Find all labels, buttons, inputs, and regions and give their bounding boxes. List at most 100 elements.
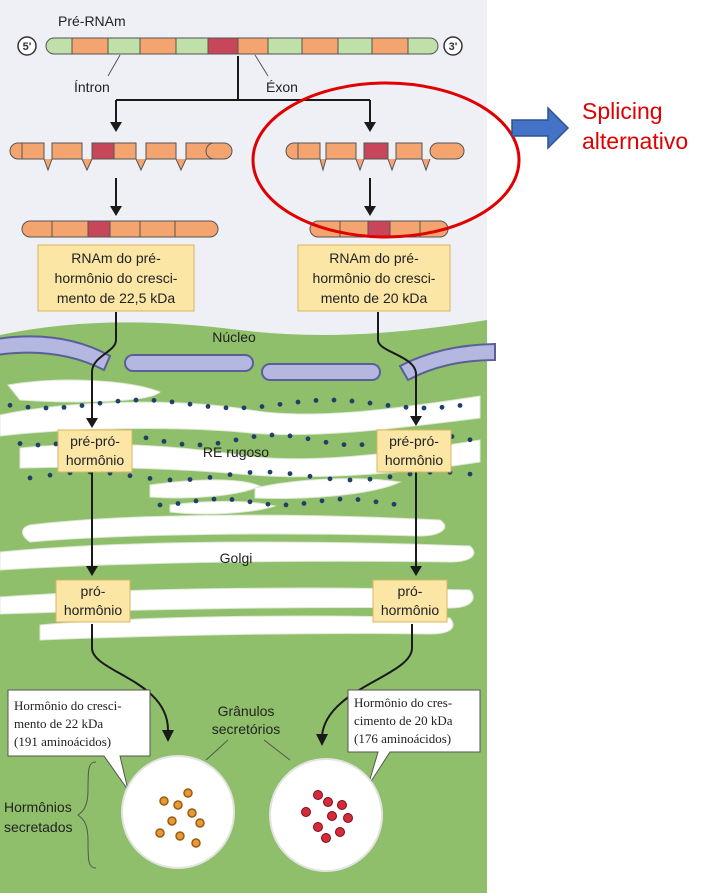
annotation-arrow-icon (511, 106, 570, 150)
ribosome-dot (269, 432, 275, 438)
three-prime-label: 3' (449, 41, 458, 53)
ribosome-dot (127, 473, 133, 479)
left-flow-arrows (91, 312, 169, 731)
ribosome-dot (151, 397, 157, 403)
left-mature-mrna (21, 220, 219, 238)
ribosome-dot (169, 399, 175, 405)
ribosome-dot (367, 476, 373, 482)
ribosome-dot (133, 397, 139, 403)
ribosome-dot (197, 442, 203, 448)
right-flow-arrows (321, 312, 417, 737)
rough-er (0, 379, 481, 515)
ribosome-dot (391, 501, 397, 507)
right-pro-line1: pró- (398, 583, 423, 599)
right-pre-pro-line2: hormônio (385, 452, 444, 468)
left-mrna-box (37, 244, 195, 312)
rough-er-label: RE rugoso (203, 444, 269, 460)
nuclear-envelope (0, 335, 496, 382)
ribosome-dot (233, 437, 239, 443)
ribosome-dot (355, 497, 361, 502)
granules-pointer-left (205, 739, 229, 761)
annotation-line2: alternativo (582, 128, 689, 154)
annotation-line1: Splicing (582, 98, 663, 124)
ribosome-dot (17, 441, 23, 446)
right-pre-pro-box (376, 429, 452, 473)
ribosome-dot (259, 404, 265, 409)
ribosome-dot (227, 472, 233, 477)
nucleus-region (0, 0, 487, 380)
right-final-line1: Hormônio do cres- (354, 695, 452, 710)
ribosome-dot (267, 469, 273, 475)
intron-label: Íntron (74, 79, 110, 95)
intron-pointer (107, 54, 121, 77)
ribosome-dot (283, 502, 289, 508)
left-pre-pro-line2: hormônio (66, 452, 125, 468)
ribosome-dot (43, 405, 49, 411)
ribosome-dot (161, 438, 167, 444)
exon-pointer (254, 54, 269, 77)
ribosome-dot (327, 476, 333, 482)
five-prime-label: 5' (23, 41, 32, 53)
alternative-splicing-annotation: Splicing alternativo (582, 96, 688, 156)
ribosome-dot (323, 439, 329, 445)
splice-branch-arrows (115, 56, 371, 124)
ribosome-dot (179, 441, 185, 447)
ribosome-dot (287, 433, 293, 439)
granules-pointer-right (263, 739, 291, 761)
left-secretory-granule (121, 755, 235, 869)
right-secretory-granule (269, 758, 383, 872)
ribosome-dot (319, 498, 325, 504)
left-final-line2: mento de 22 kDa (14, 716, 103, 731)
left-arrowheads (86, 418, 174, 742)
right-callout-box (347, 689, 481, 787)
ribosome-dot (47, 472, 53, 478)
ribosome-dot (403, 404, 409, 410)
right-mrna-line3: mento de 20 kDa (321, 290, 428, 306)
left-mrna-line1: RNAm do pré- (71, 250, 161, 266)
ribosome-dot (247, 499, 253, 505)
ribosome-dot (211, 496, 217, 502)
right-granule-contents (301, 790, 353, 843)
right-pre-pro-line1: pré-pró- (389, 433, 439, 449)
left-pre-pro-line1: pré-pró- (70, 433, 120, 449)
ribosome-dot (295, 399, 301, 405)
ribosome-dot (187, 477, 193, 482)
ribosome-dot (457, 403, 463, 408)
ribosome-dot (223, 405, 229, 411)
right-mrna-line2: hormônio do cresci- (313, 270, 436, 286)
ribosome-dot (367, 400, 373, 406)
ribosome-dot (305, 436, 311, 442)
ribosome-dot (421, 405, 427, 411)
ribosome-dot (331, 397, 337, 403)
pre-mrna-label: Pré-RNAm (58, 13, 126, 29)
left-pre-pro-box (57, 429, 133, 473)
secreted-label-line2: secretados (4, 819, 72, 835)
ribosome-dot (347, 477, 353, 483)
ribosome-dot (247, 470, 253, 475)
left-pro-line2: hormônio (64, 602, 123, 618)
ribosome-dot (467, 437, 473, 443)
ribosome-dot (207, 474, 213, 480)
right-splicing-intermediate (285, 142, 465, 172)
right-final-line3: (176 aminoácidos) (354, 731, 451, 746)
pre-mrna-strand (45, 37, 439, 55)
ribosome-dot (35, 442, 41, 448)
ribosome-dot (359, 442, 365, 448)
secreted-bracket (77, 761, 97, 869)
left-final-line3: (191 aminoácidos) (14, 734, 111, 749)
ribosome-dot (97, 400, 103, 406)
secreted-label-line1: Hormônios (4, 799, 72, 815)
ribosome-dot (301, 501, 307, 506)
right-pro-box (372, 579, 448, 623)
arrows-to-mature-mrna (110, 178, 376, 216)
arrowheads-top (110, 122, 376, 132)
ribosome-dot (7, 402, 13, 408)
left-final-line1: Hormônio do cresci- (14, 698, 122, 713)
ribosome-dot (387, 474, 393, 480)
ribosome-dot (341, 442, 347, 448)
ribosome-dot (27, 475, 33, 481)
ribosome-dot (175, 501, 181, 506)
ribosome-dot (53, 441, 59, 447)
left-pro-box (55, 579, 131, 623)
